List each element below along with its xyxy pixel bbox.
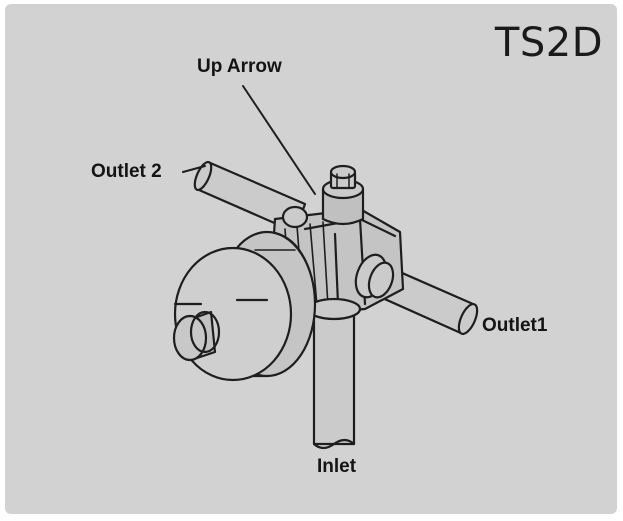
outlet-2-leader xyxy=(182,165,206,173)
up-arrow-label: Up Arrow xyxy=(197,56,282,77)
outlet-1-label: Outlet1 xyxy=(482,315,548,336)
diagram-panel: TS2D Up Arrow Outlet 2 Outlet1 Inlet xyxy=(5,4,617,514)
inlet-pipe xyxy=(312,302,356,450)
top-screw xyxy=(321,164,365,226)
leader-lines xyxy=(182,85,316,195)
up-arrow-leader xyxy=(242,85,316,195)
valve-illustration xyxy=(172,85,479,450)
inlet-label: Inlet xyxy=(317,456,357,477)
outlet-2-label: Outlet 2 xyxy=(91,161,162,182)
valve-head xyxy=(172,230,317,382)
model-title: TS2D xyxy=(494,20,603,66)
outlet-2-pipe xyxy=(193,160,307,234)
